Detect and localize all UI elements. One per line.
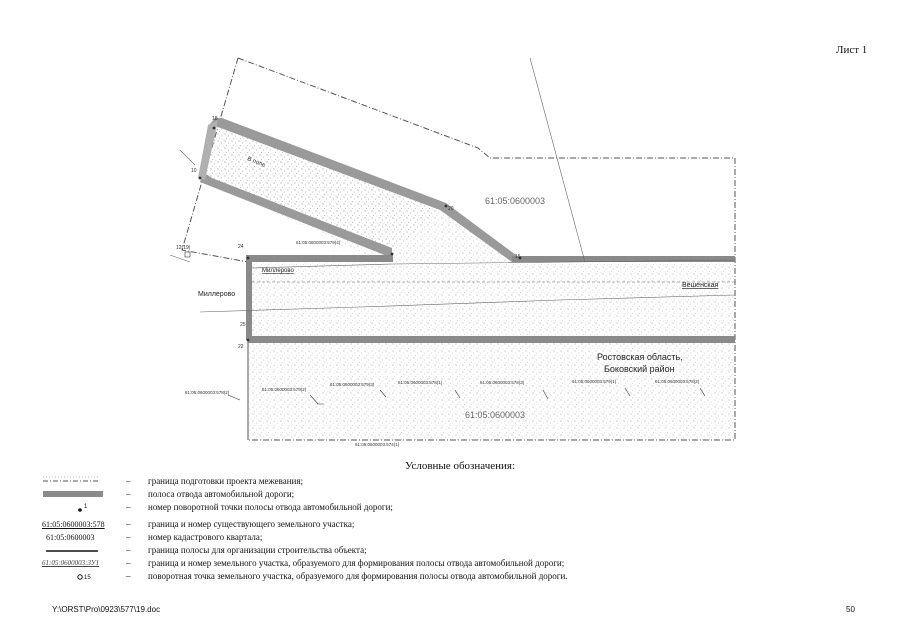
- region-label-2: Боковский район: [604, 364, 675, 374]
- road-strip-diagonal: [198, 118, 520, 262]
- point-label: 22: [238, 344, 244, 350]
- point-label: 12(19): [176, 245, 191, 251]
- legend-dash: –: [126, 519, 131, 529]
- parcel-labels: 61:05:0600003:578(2) 61:05:0600003:579(2…: [185, 240, 700, 447]
- quarter-label-bottom: 61:05:0600003: [465, 410, 525, 420]
- settlement-label-right: Вешенская: [682, 282, 719, 289]
- legend-dash: –: [126, 545, 131, 555]
- page-number: 50: [846, 605, 855, 614]
- legend-dash: –: [126, 502, 131, 512]
- legend-dash: –: [126, 532, 131, 542]
- legend-text: граница и номер существующего земельного…: [148, 519, 355, 529]
- legend-dash: –: [126, 476, 131, 486]
- hatch-symbol: [43, 476, 98, 482]
- dot-symbol-number: 1: [84, 504, 88, 510]
- italic-symbol: 61:05:0600003:ЗУ1: [42, 559, 100, 567]
- parcel-label: 61:05:0600003:579(1): [572, 379, 617, 384]
- circle-symbol-number: 15: [84, 575, 91, 581]
- settlement-label-left-2: Миллерово: [262, 268, 294, 274]
- point-label: 24: [238, 244, 244, 250]
- point-label: 10: [191, 168, 197, 174]
- circle-symbol: 15: [77, 574, 91, 581]
- legend-title: Условные обозначения:: [405, 460, 516, 472]
- legend-dash: –: [126, 558, 131, 568]
- legend-text: полоса отвода автомобильной дороги;: [148, 489, 295, 499]
- cadastral-map: 61:05:0600003 61:05:0600003 Ростовская о…: [169, 57, 736, 447]
- parcel-area-triangle: [200, 122, 445, 252]
- line-symbol: [46, 550, 98, 552]
- legend-item-project-boundary: – граница подготовки проекта межевания;: [38, 475, 738, 488]
- legend-item-construction-strip: – граница полосы для организации строите…: [38, 544, 738, 557]
- sheet-label: Лист 1: [836, 44, 868, 56]
- point-label: 25: [240, 322, 246, 328]
- legend-item-quarter-number: 61:05:0600003 – номер кадастрового кварт…: [38, 531, 738, 544]
- parcel-label: 61:05:0600003:578(2): [185, 390, 230, 395]
- parcel-label: 61:05:0600003:578(3): [480, 380, 525, 385]
- point-label: 18: [212, 116, 218, 122]
- legend-text: граница полосы для организации строитель…: [148, 545, 367, 555]
- turning-points: 12(19) 18 10 24 20 25 22 15: [176, 116, 522, 350]
- legend-dash: –: [126, 571, 131, 581]
- legend-text: номер кадастрового квартала;: [148, 532, 263, 542]
- legend-text: номер поворотной точки полосы отвода авт…: [148, 502, 393, 512]
- parcel-label: 61:05:0600003:574(1): [355, 442, 400, 447]
- dot-symbol: 1: [78, 504, 88, 512]
- legend-item-new-parcel: 61:05:0600003:ЗУ1 – граница и номер земе…: [38, 557, 738, 570]
- parcel-area-lower: [248, 340, 735, 440]
- plain-symbol: 61:05:0600003: [46, 533, 95, 542]
- band-symbol: [43, 491, 103, 497]
- parcel-label: 61:05:0600003:579(3): [330, 382, 375, 387]
- road-strip-horizontal: [246, 255, 735, 343]
- underline-symbol: 61:05:0600003:578: [42, 520, 105, 529]
- parcel-label: 61:05:0600003:579(4): [296, 240, 341, 245]
- legend-item-new-point: 15 – поворотная точка земельного участка…: [38, 570, 738, 583]
- footer-file-path: Y:\ORST\Pro\0923\577\19.doc: [52, 605, 161, 614]
- parcel-label: 61:05:0600003:579(2): [262, 387, 307, 392]
- quarter-label-top: 61:05:0600003: [485, 196, 545, 206]
- legend-text: граница и номер земельного участка, обра…: [148, 558, 565, 568]
- legend-text: поворотная точка земельного участка, обр…: [148, 571, 568, 581]
- point-label: 15: [515, 254, 521, 260]
- legend-item-turning-point: 1 – номер поворотной точки полосы отвода…: [38, 501, 738, 514]
- point-label: 20: [448, 206, 454, 212]
- legend-item-road-band: – полоса отвода автомобильной дороги;: [38, 488, 738, 501]
- settlement-label-left: Миллерово: [198, 291, 235, 298]
- legend-item-existing-parcel: 61:05:0600003:578 – граница и номер суще…: [38, 518, 738, 531]
- legend-dash: –: [126, 489, 131, 499]
- parcel-label: 61:05:0600003:578(2): [655, 379, 700, 384]
- region-label-1: Ростовская область,: [597, 352, 683, 362]
- legend-text: граница подготовки проекта межевания;: [148, 476, 304, 486]
- parcel-label: 61:05:0600003:578(1): [398, 380, 443, 385]
